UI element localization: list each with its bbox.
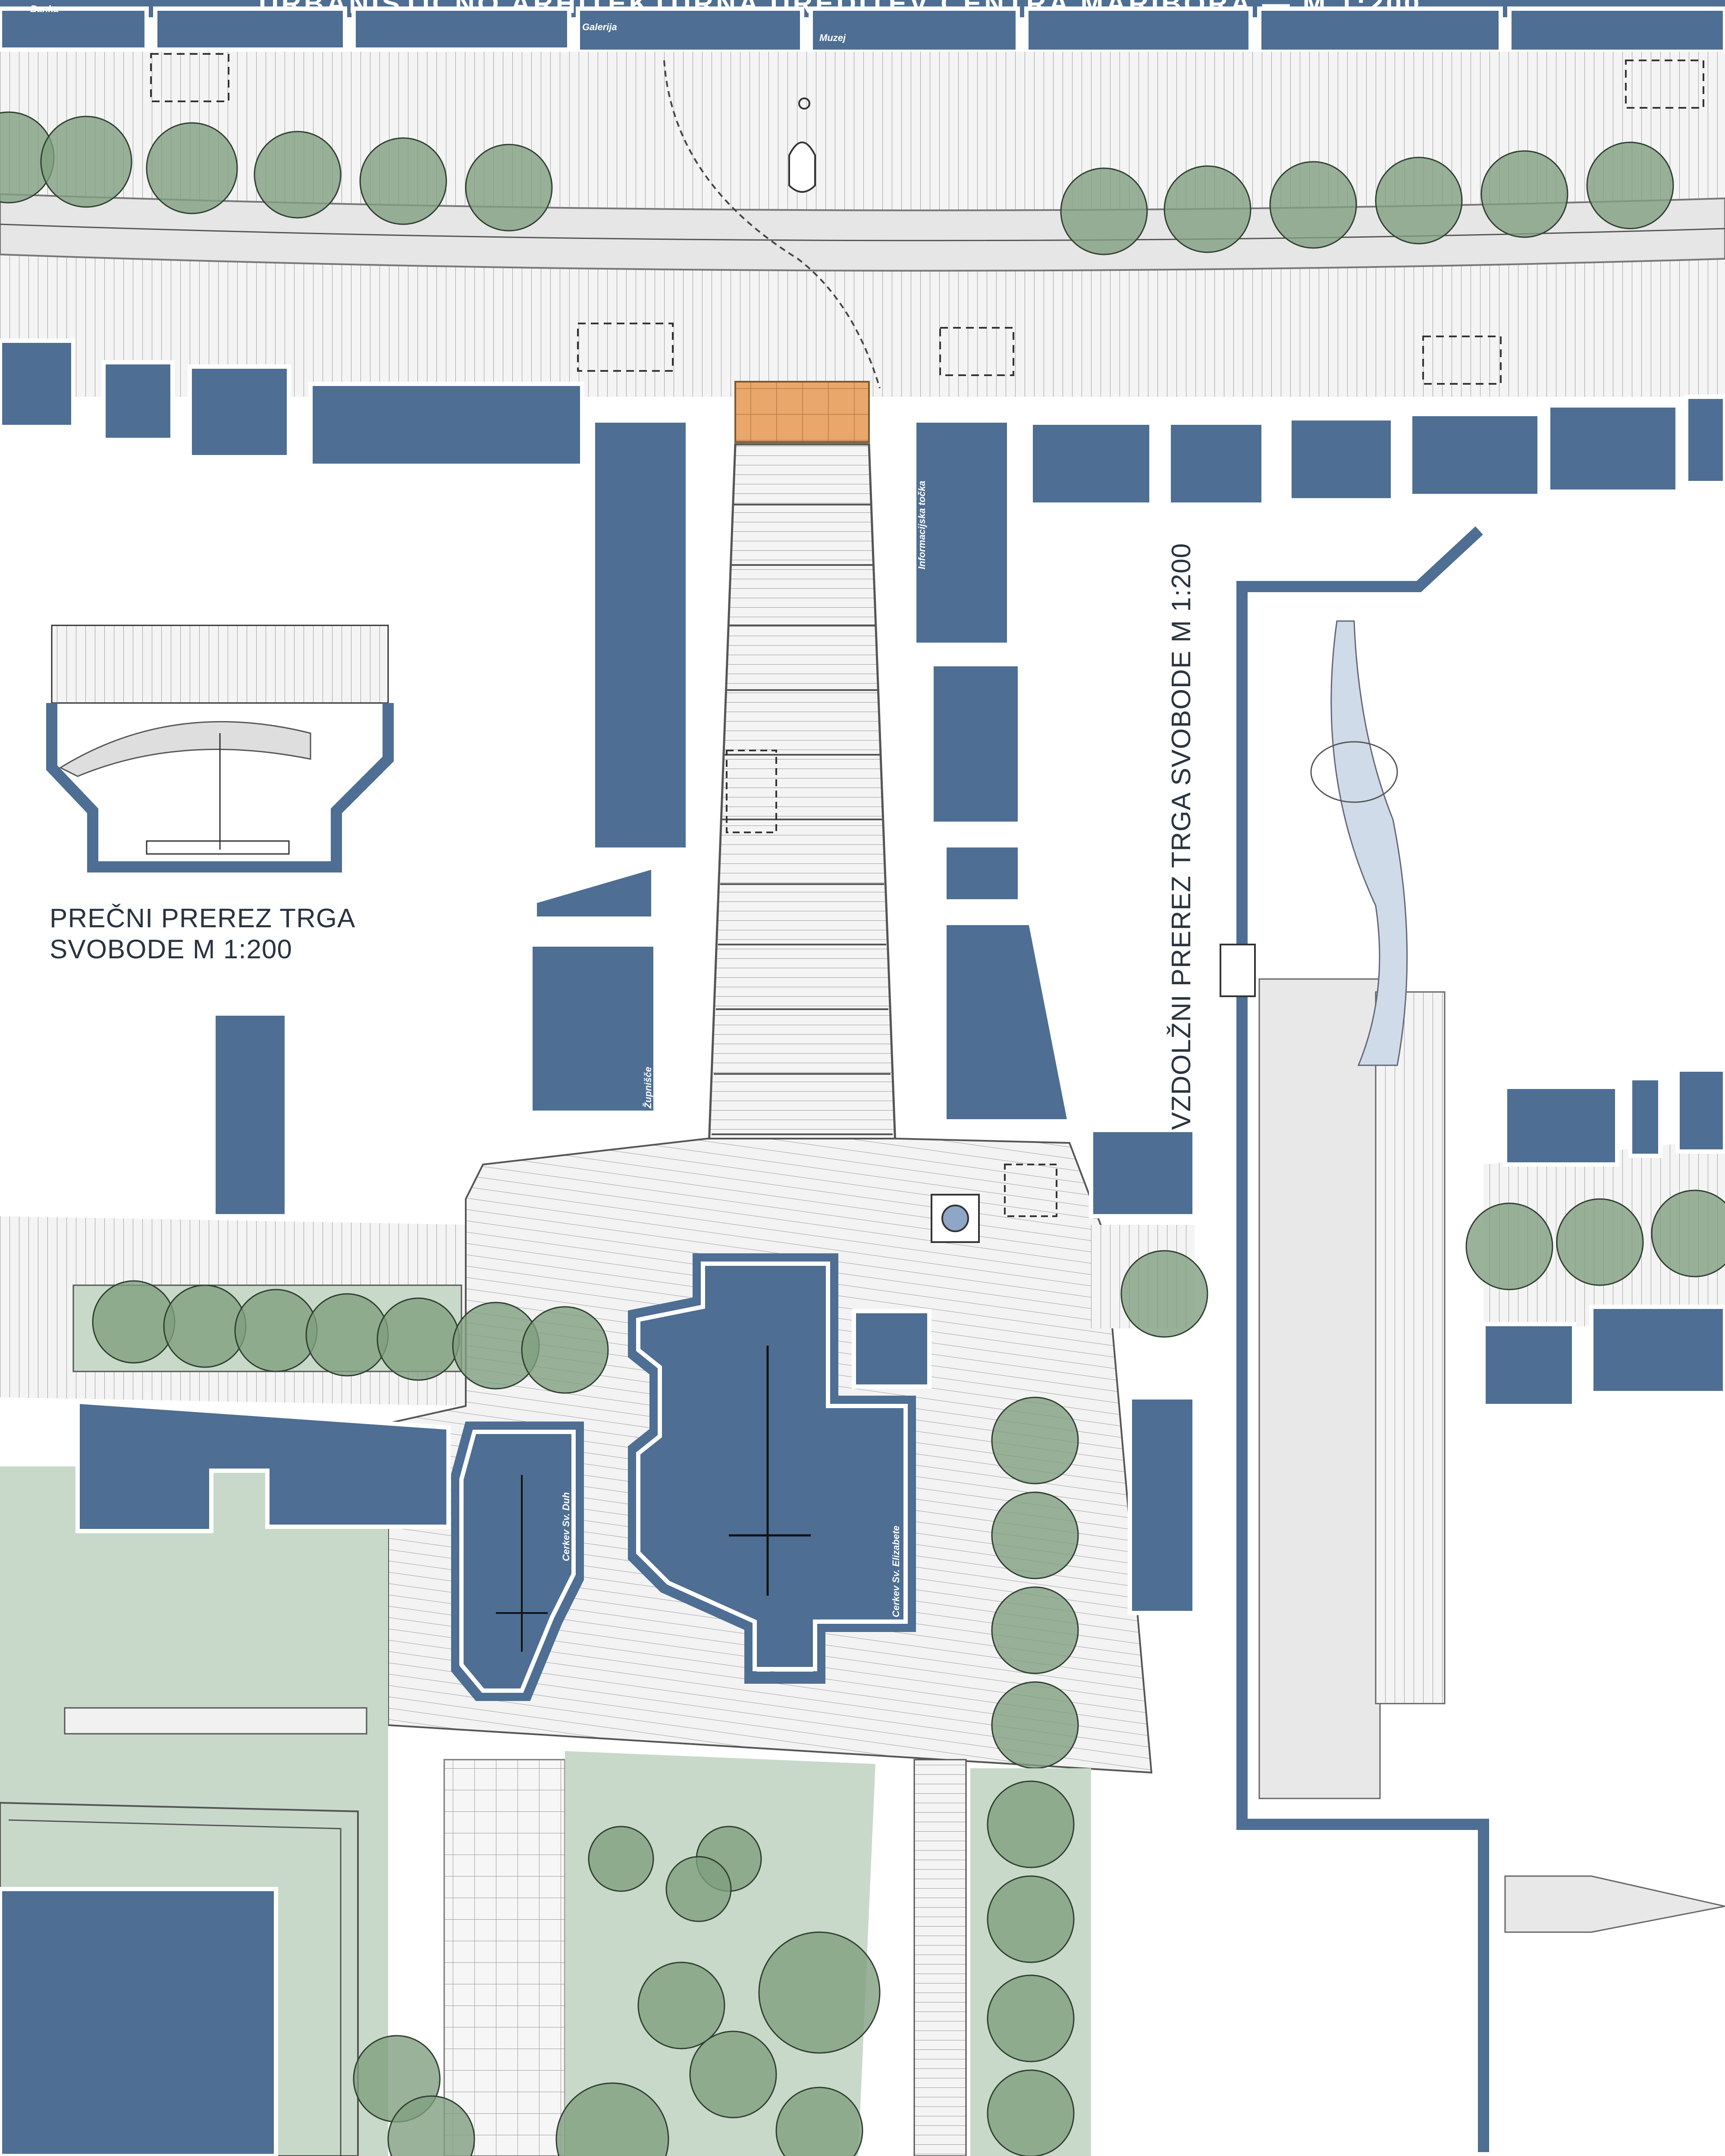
tree — [758, 1931, 881, 2054]
tree — [665, 1856, 732, 1922]
tree — [1465, 1202, 1553, 1290]
cross-section-title-line1: PREČNI PREREZ TRGA — [50, 904, 355, 933]
longitudinal-section-drawing — [1220, 526, 1725, 2152]
tree — [305, 1293, 389, 1377]
left-street — [0, 1216, 474, 1406]
tree — [991, 1491, 1079, 1579]
top-buildings — [0, 6, 1725, 54]
right-buildings — [1481, 1067, 1725, 1408]
tree — [376, 1297, 460, 1381]
fountain-icon — [788, 97, 816, 193]
tree — [163, 1284, 247, 1368]
tree — [1651, 1189, 1725, 1277]
label-banka: Banka — [30, 3, 59, 14]
tree — [234, 1289, 318, 1372]
label-galerija: Galerija — [582, 22, 617, 32]
tree — [1480, 150, 1568, 238]
tree — [1375, 157, 1463, 245]
cafe-tables — [1004, 1164, 1057, 1217]
tree — [359, 137, 447, 225]
right-street — [1465, 1139, 1725, 1337]
lower-left — [0, 1399, 451, 2156]
label-informacijska-tocka: Informacijska točka — [916, 481, 927, 569]
tree — [588, 1826, 654, 1892]
tree — [987, 2069, 1075, 2156]
tree — [689, 2030, 777, 2118]
longitudinal-section-title: VZDOLŽNI PREREZ TRGA SVOBODE M 1:200 — [1167, 543, 1196, 1130]
tree — [1164, 165, 1251, 253]
cross-section-title-line2: SVOBODE M 1:200 — [50, 935, 292, 964]
pavilion — [734, 381, 870, 443]
tree — [637, 1961, 725, 2049]
tree — [40, 116, 132, 208]
tree — [1556, 1198, 1644, 1286]
tree — [254, 131, 342, 219]
tree — [991, 1681, 1079, 1769]
tree — [1120, 1250, 1208, 1338]
tree — [991, 1397, 1079, 1484]
tree — [775, 2087, 863, 2156]
tree — [1269, 161, 1357, 249]
right-mid-buildings — [1089, 1128, 1208, 1615]
cafe-tables-top — [150, 53, 1704, 385]
tree — [387, 2095, 475, 2156]
fountain-icon — [931, 1194, 980, 1243]
tree — [987, 1974, 1075, 2062]
tree — [521, 1306, 609, 1394]
tree — [146, 122, 238, 214]
tree — [92, 1280, 176, 1364]
street-trees-top — [0, 111, 1674, 255]
tree — [465, 144, 553, 232]
label-cerkev-duh: Cerkev Sv. Duh — [561, 1492, 571, 1561]
flanking-buildings — [211, 418, 1073, 1218]
tree — [555, 2082, 669, 2156]
cross-section-drawing — [46, 625, 394, 872]
tree — [987, 1875, 1075, 1963]
tree — [1060, 167, 1148, 255]
main-street — [0, 52, 1725, 397]
central-square — [706, 443, 898, 1192]
label-zupnisce: Župnišče — [643, 1067, 653, 1109]
label-cerkev-elizabeta: Cerkev Sv. Elizabete — [891, 1525, 901, 1617]
square-trees — [452, 1302, 1079, 1769]
label-muzej: Muzej — [819, 32, 846, 43]
church-duh — [451, 1422, 584, 1701]
tree — [987, 1780, 1075, 1868]
tree — [1586, 141, 1674, 229]
church-elizabeta — [628, 1253, 932, 1684]
lower-centre — [353, 1751, 1091, 2156]
tree — [991, 1586, 1079, 1674]
